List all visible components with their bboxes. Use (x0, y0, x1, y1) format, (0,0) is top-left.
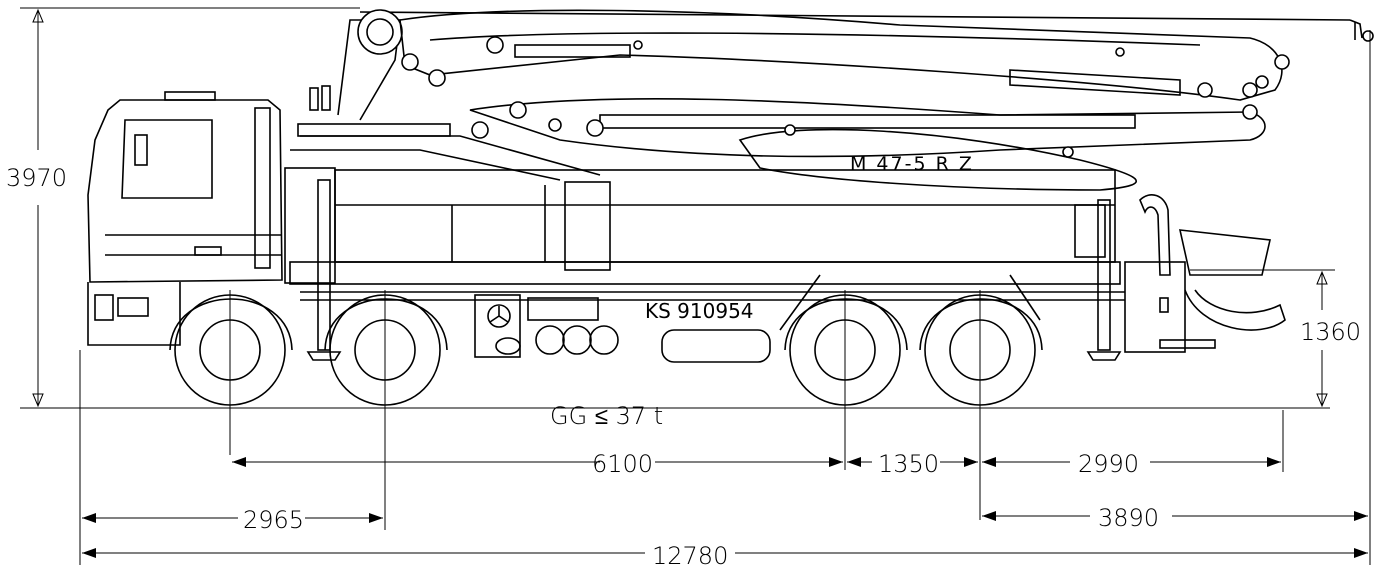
dim-total-length: 12780 (652, 542, 728, 570)
dimension-lines: 3970 1360 6100 1350 2990 (6, 7, 1371, 570)
dim-total-height: 3970 (6, 164, 67, 192)
wheel-front-1 (174, 290, 286, 410)
dim-front-to-axle: 2965 (243, 506, 304, 534)
wheel-rear-2 (924, 294, 1036, 406)
plate-label: KS 910954 (645, 299, 754, 323)
equipment: KS 910954 (474, 294, 771, 363)
truck-cab (87, 91, 283, 346)
dim-axle-spacing: 1350 (878, 450, 939, 478)
dim-wheelbase: 6100 (592, 450, 653, 478)
dim-rear-overhang: 2990 (1078, 450, 1139, 478)
dim-rear-to-end: 3890 (1098, 504, 1159, 532)
hopper (1124, 194, 1286, 353)
wheel-rear-1 (789, 294, 901, 406)
dim-hopper-height: 1360 (1300, 318, 1361, 346)
wheels (169, 290, 1043, 410)
wheel-front-2 (329, 294, 441, 406)
gross-weight-label: GG ≤ 37 t (550, 402, 663, 430)
boom-arm: M 47-5 R Z (337, 9, 1374, 191)
model-label: M 47-5 R Z (850, 153, 974, 175)
